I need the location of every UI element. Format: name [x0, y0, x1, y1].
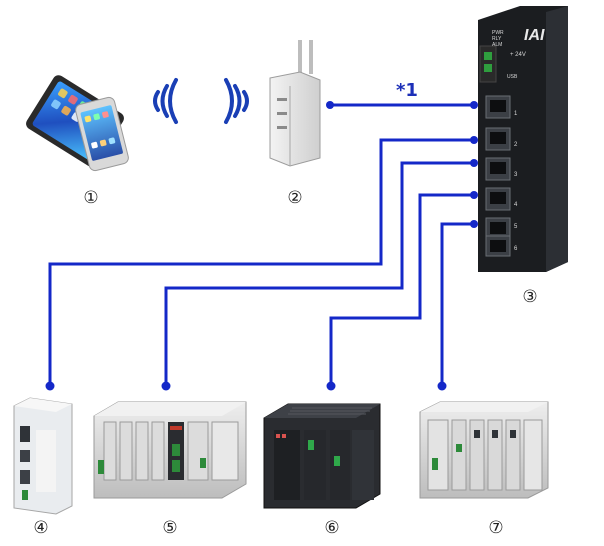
controller-device-5 — [93, 401, 247, 499]
wire-endpoint-device4 — [45, 381, 55, 391]
port-number-3: 3 — [514, 172, 518, 178]
wire-endpoint-device6 — [326, 381, 336, 391]
label-device-4: ④ — [33, 518, 49, 538]
wires — [48, 103, 474, 386]
label-tablet: ① — [83, 188, 99, 208]
label-device-7: ⑦ — [488, 518, 504, 538]
port-number-1: 1 — [514, 111, 518, 117]
wire-port2-to-device4 — [48, 138, 474, 386]
smartphone-icon — [75, 96, 129, 172]
wire-endpoint-switch-4 — [470, 191, 478, 199]
switch-label-alm: ALM — [492, 42, 502, 48]
brand-logo: IAI — [524, 27, 545, 44]
note-marker: *1 — [396, 80, 418, 101]
wire-endpoints — [45, 101, 478, 391]
wire-endpoint-device5 — [161, 381, 171, 391]
router-icon — [269, 40, 321, 167]
switch-label-power: + 24V — [510, 52, 526, 58]
controller-device-6 — [263, 403, 381, 509]
ethernet-switch — [478, 6, 568, 272]
wire-endpoint-router — [326, 101, 334, 109]
wire-endpoint-switch-1 — [470, 101, 478, 109]
port-number-5: 5 — [514, 224, 518, 230]
label-device-6: ⑥ — [324, 518, 340, 538]
switch-label-usb: USB — [507, 74, 518, 80]
switch-label-pwr: PWR — [492, 30, 504, 36]
wire-endpoint-device7 — [437, 381, 447, 391]
port-number-2: 2 — [514, 142, 518, 148]
switch-label-rly: RLY — [492, 36, 502, 42]
label-router: ② — [287, 188, 303, 208]
wire-endpoint-switch-3 — [470, 159, 478, 167]
controller-device-4 — [13, 397, 73, 515]
port-number-4: 4 — [514, 202, 518, 208]
wifi-signal-icon-right — [224, 78, 249, 124]
wire-port3-to-device5 — [164, 161, 474, 386]
wifi-signal-icon-left — [153, 78, 178, 124]
wire-port5-to-device7 — [440, 222, 474, 386]
label-device-5: ⑤ — [162, 518, 178, 538]
label-switch: ③ — [522, 287, 538, 307]
wire-endpoint-switch-5 — [470, 220, 478, 228]
wire-port4-to-device6 — [329, 193, 474, 386]
wire-endpoint-switch-2 — [470, 136, 478, 144]
port-number-6: 6 — [514, 246, 518, 252]
switch-texts: IAI PWR RLY ALM + 24V USB 1 2 3 4 5 6 — [492, 27, 545, 252]
controller-device-7 — [419, 401, 549, 499]
